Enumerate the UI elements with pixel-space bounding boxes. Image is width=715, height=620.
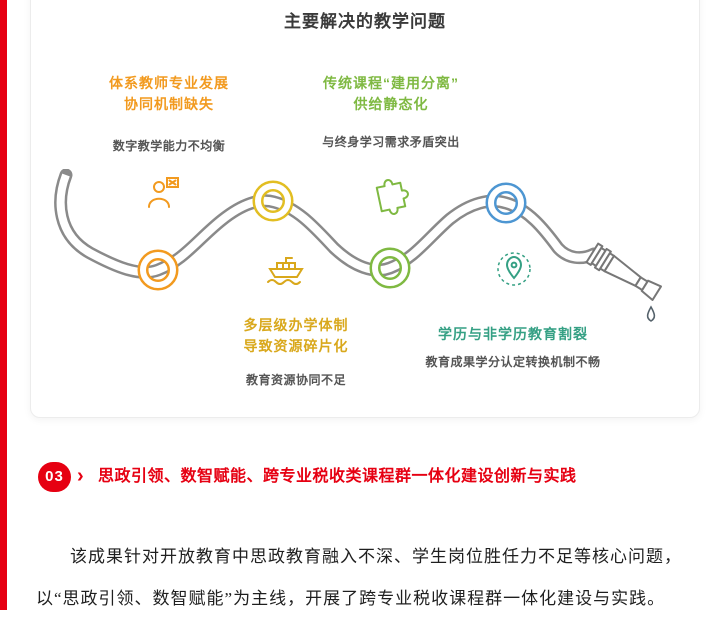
problem-traditional-course: 传统课程“建用分离” 供给静态化 与终身学习需求矛盾突出 (271, 73, 511, 150)
problem-heading: 多层级办学体制 导致资源碎片化 (243, 317, 349, 354)
person-x-icon (148, 177, 179, 208)
problem-heading: 传统课程“建用分离” 供给静态化 (323, 75, 459, 112)
map-pin-icon (497, 252, 531, 286)
section-title: 思政引领、数智赋能、跨专业税收类课程群一体化建设创新与实践 (98, 468, 577, 485)
knot-green (369, 247, 411, 289)
teaching-problems-card: 主要解决的教学问题 体系教师专业发展 协同机制缺失 数字教学能力不均衡 传统课程… (30, 0, 700, 418)
problem-school-system: 多层级办学体制 导致资源碎片化 教育资源协同不足 (186, 315, 406, 388)
ship-icon (267, 257, 304, 285)
water-drop-icon (646, 305, 656, 322)
section-number-badge: 03 (38, 462, 71, 492)
knot-orange (137, 249, 179, 291)
nozzle-icon (585, 242, 662, 301)
problem-heading: 学历与非学历教育割裂 (438, 326, 588, 342)
knot-gold (252, 180, 294, 222)
problem-degree-split: 学历与非学历教育割裂 教育成果学分认定转换机制不畅 (383, 324, 643, 370)
rope-illustration (54, 169, 662, 322)
left-accent-bar (0, 0, 7, 610)
puzzle-icon (375, 179, 409, 215)
chevron-right-icon: › (77, 465, 84, 487)
problem-subtext: 教育成果学分认定转换机制不畅 (425, 355, 601, 369)
card-title: 主要解决的教学问题 (284, 12, 446, 31)
section-paragraph: 该成果针对开放教育中思政教育融入不深、学生岗位胜任力不足等核心问题，以“思政引领… (36, 547, 682, 608)
problem-subtext: 教育资源协同不足 (245, 373, 346, 387)
problem-subtext: 数字教学能力不均衡 (112, 139, 226, 153)
problem-heading: 体系教师专业发展 协同机制缺失 (109, 75, 229, 112)
problem-teacher-development: 体系教师专业发展 协同机制缺失 数字教学能力不均衡 (59, 73, 279, 154)
knot-blue (485, 182, 527, 224)
problem-subtext: 与终身学习需求矛盾突出 (322, 135, 460, 149)
